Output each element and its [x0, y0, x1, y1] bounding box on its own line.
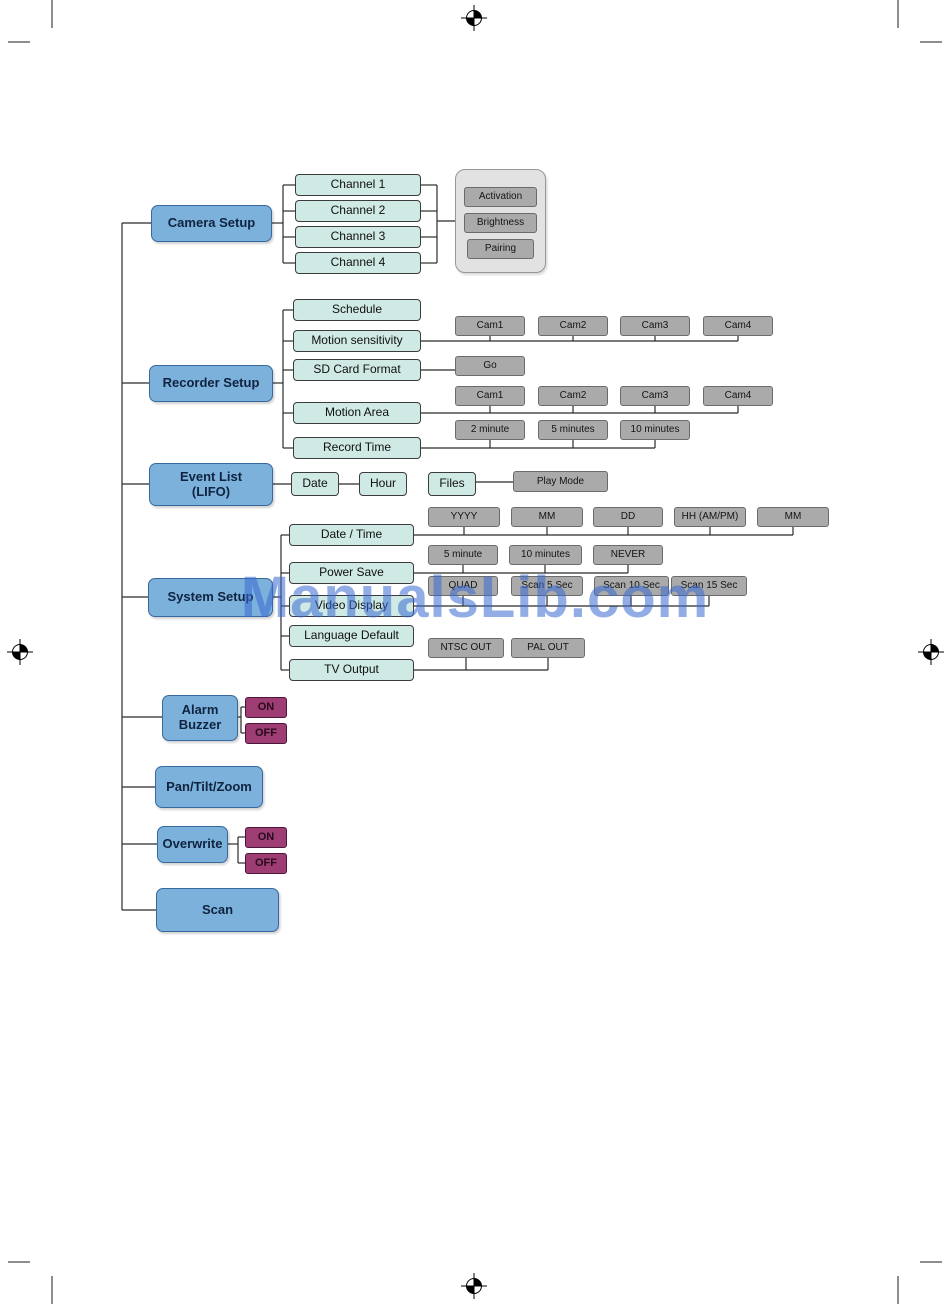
tv-output-option: NTSC OUT [428, 638, 504, 658]
hour-item: Hour [359, 472, 407, 496]
record-time-item: Record Time [293, 437, 421, 459]
date-field: MM [511, 507, 583, 527]
date-time-item: Date / Time [289, 524, 414, 546]
registration-mark-icon [461, 5, 487, 31]
cam-option: Cam2 [538, 316, 608, 336]
video-display-option: Scan 10 Sec [594, 576, 669, 596]
sd-card-format-item: SD Card Format [293, 359, 421, 381]
cam-option: Cam4 [703, 386, 773, 406]
cam-option: Cam1 [455, 386, 525, 406]
tv-output-item: TV Output [289, 659, 414, 681]
event-list-label-line1: Event List [179, 468, 243, 484]
date-field: HH (AM/PM) [674, 507, 746, 527]
video-display-option: QUAD [428, 576, 498, 596]
system-setup-item: System Setup [148, 578, 273, 617]
alarm-buzzer-label-line2: Buzzer [178, 717, 222, 732]
alarm-off-option: OFF [245, 723, 287, 744]
power-save-option: 5 minute [428, 545, 498, 565]
registration-mark-icon [7, 639, 33, 665]
overwrite-item: Overwrite [157, 826, 228, 863]
scan-item: Scan [156, 888, 279, 932]
record-time-option: 2 minute [455, 420, 525, 440]
power-save-option: 10 minutes [509, 545, 582, 565]
recorder-setup-item: Recorder Setup [149, 365, 273, 402]
cam-option: Cam3 [620, 386, 690, 406]
cam-option: Cam3 [620, 316, 690, 336]
tv-output-option: PAL OUT [511, 638, 585, 658]
schedule-item: Schedule [293, 299, 421, 321]
motion-sensitivity-item: Motion sensitivity [293, 330, 421, 352]
date-field: DD [593, 507, 663, 527]
alarm-on-option: ON [245, 697, 287, 718]
cam-option: Cam2 [538, 386, 608, 406]
date-field: YYYY [428, 507, 500, 527]
registration-mark-icon [461, 1273, 487, 1299]
channel-item: Channel 1 [295, 174, 421, 196]
cam-option: Cam1 [455, 316, 525, 336]
event-list-item: Event List (LIFO) [149, 463, 273, 506]
overwrite-off-option: OFF [245, 853, 287, 874]
date-field: MM [757, 507, 829, 527]
go-option: Go [455, 356, 525, 376]
cam-option: Cam4 [703, 316, 773, 336]
video-display-option: Scan 5 Sec [511, 576, 583, 596]
language-default-item: Language Default [289, 625, 414, 647]
files-item: Files [428, 472, 476, 496]
channel-item: Channel 3 [295, 226, 421, 248]
registration-mark-icon [918, 639, 944, 665]
channel-item: Channel 2 [295, 200, 421, 222]
activation-option: Activation [464, 187, 537, 207]
play-mode-option: Play Mode [513, 471, 608, 492]
event-list-label-line2: (LIFO) [191, 483, 231, 499]
brightness-option: Brightness [464, 213, 537, 233]
alarm-buzzer-item: Alarm Buzzer [162, 695, 238, 741]
power-save-item: Power Save [289, 562, 414, 584]
power-save-option: NEVER [593, 545, 663, 565]
motion-area-item: Motion Area [293, 402, 421, 424]
camera-setup-item: Camera Setup [151, 205, 272, 242]
pan-tilt-zoom-item: Pan/Tilt/Zoom [155, 766, 263, 808]
pairing-option: Pairing [467, 239, 534, 259]
channel-item: Channel 4 [295, 252, 421, 274]
video-display-option: Scan 15 Sec [671, 576, 747, 596]
record-time-option: 5 minutes [538, 420, 608, 440]
alarm-buzzer-label-line1: Alarm [181, 702, 219, 718]
date-item: Date [291, 472, 339, 496]
record-time-option: 10 minutes [620, 420, 690, 440]
video-display-item: Video Display [289, 595, 414, 617]
overwrite-on-option: ON [245, 827, 287, 848]
